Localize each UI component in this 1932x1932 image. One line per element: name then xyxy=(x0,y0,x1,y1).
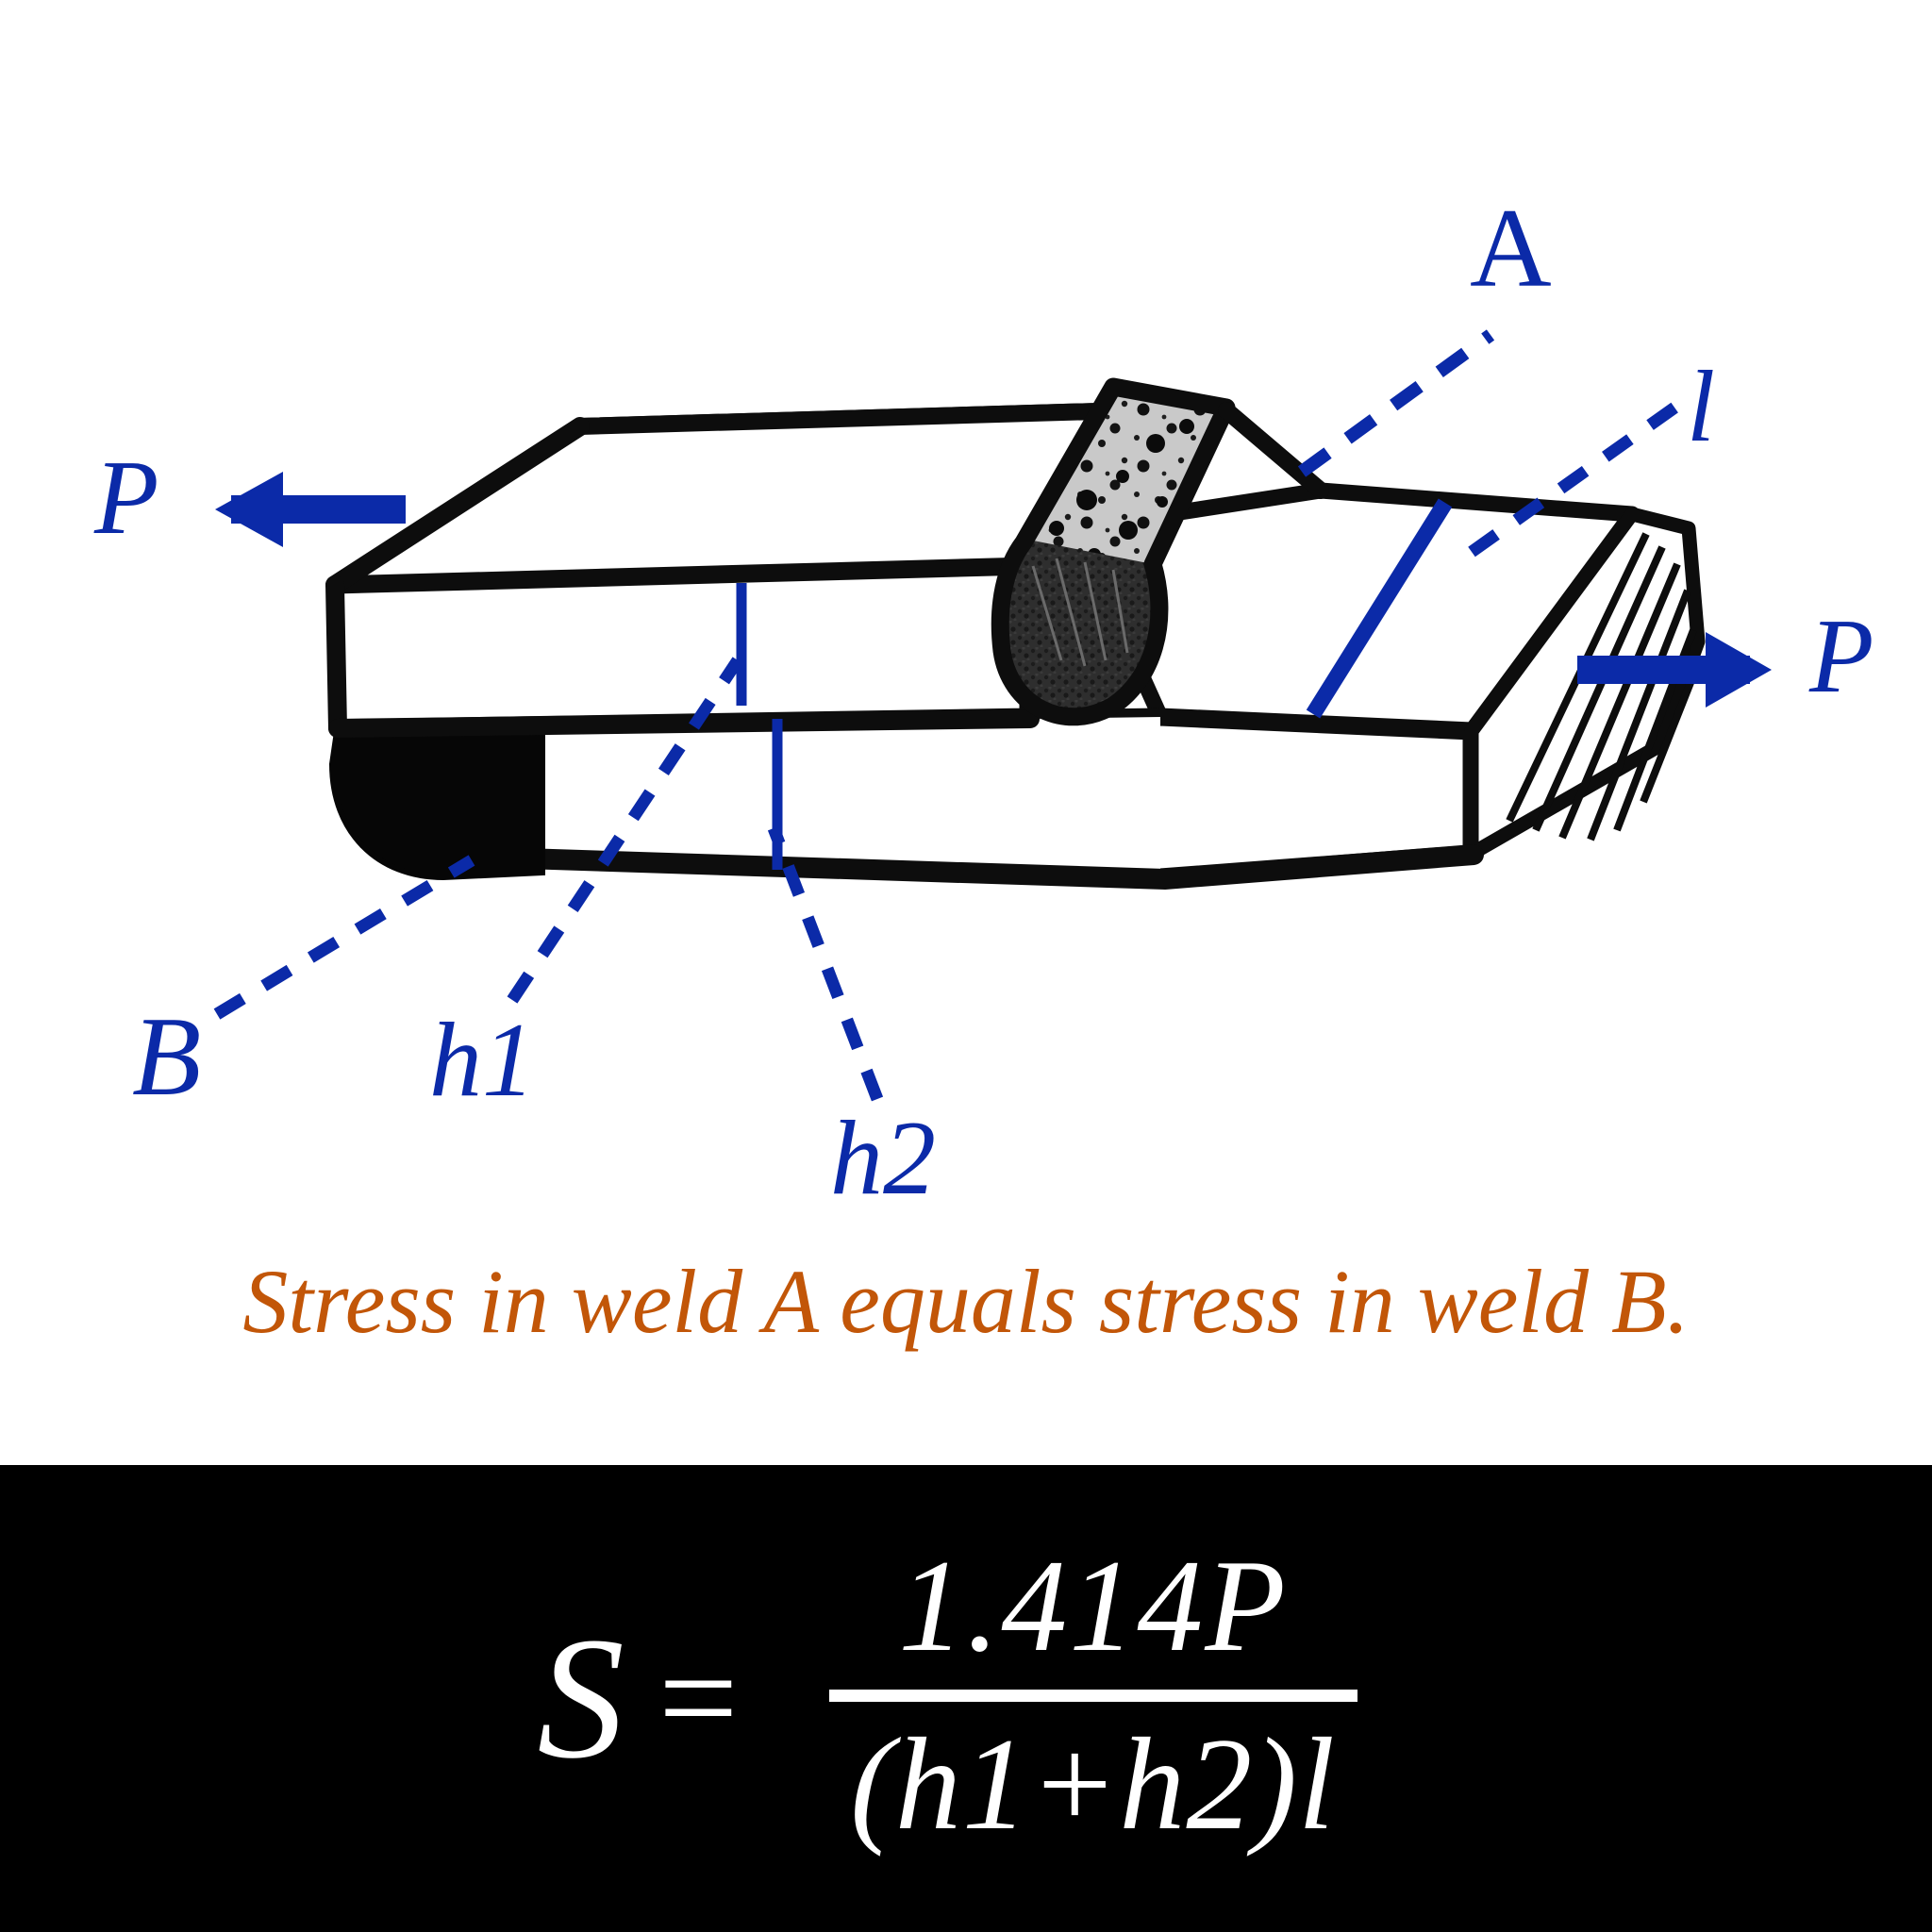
label-length: l xyxy=(1687,351,1716,463)
label-force-left: P xyxy=(94,440,159,557)
weld-bead-a xyxy=(991,377,1329,726)
weld-length-line xyxy=(1306,498,1453,719)
stress-formula: S = 1.414P (h1+h2)l xyxy=(537,1533,1357,1865)
label-leg-h1: h1 xyxy=(429,1002,535,1119)
formula-denominator: (h1+h2)l xyxy=(850,1711,1336,1858)
top-plate-left-bevel xyxy=(325,417,590,594)
force-arrow-left xyxy=(215,472,406,547)
bottom-plate-bottom-edge xyxy=(513,844,1484,891)
top-plate-left-edge xyxy=(325,575,347,738)
formula-lhs: S xyxy=(537,1601,626,1795)
weld-bead-b xyxy=(328,709,545,881)
bottom-plate-front-fill xyxy=(528,717,1160,877)
leader-line-a xyxy=(1297,329,1495,477)
leader-line-h2 xyxy=(767,825,884,1102)
formula-fraction-bar xyxy=(828,1690,1357,1703)
force-arrow-right xyxy=(1577,632,1772,708)
weld-b-fillet xyxy=(328,709,545,881)
formula-equals: = xyxy=(658,1620,739,1777)
formula-band: S = 1.414P (h1+h2)l xyxy=(0,1465,1932,1932)
caption-text: Stress in weld A equals stress in weld B… xyxy=(242,1251,1690,1352)
annotation-lines xyxy=(213,329,1772,1102)
weld-a-toe-connector xyxy=(1218,402,1329,499)
leader-line-l xyxy=(1468,400,1681,558)
formula-fraction: 1.414P (h1+h2)l xyxy=(828,1532,1357,1865)
top-plate-front-face xyxy=(325,557,1038,738)
label-weld-b: B xyxy=(132,993,202,1119)
weld-joint-diagram xyxy=(213,329,1772,1102)
leader-line-b xyxy=(213,855,475,1020)
top-plate-bottom-edge xyxy=(328,709,1040,738)
formula-numerator: 1.414P xyxy=(898,1532,1288,1679)
weld-a-cap-striations xyxy=(1031,558,1129,667)
top-plate xyxy=(325,378,1235,738)
weld-a-outline xyxy=(991,377,1236,726)
label-weld-a: A xyxy=(1470,185,1552,310)
label-force-right: P xyxy=(1809,598,1874,715)
label-leg-h2: h2 xyxy=(830,1100,936,1217)
leader-line-h1 xyxy=(507,657,743,1004)
